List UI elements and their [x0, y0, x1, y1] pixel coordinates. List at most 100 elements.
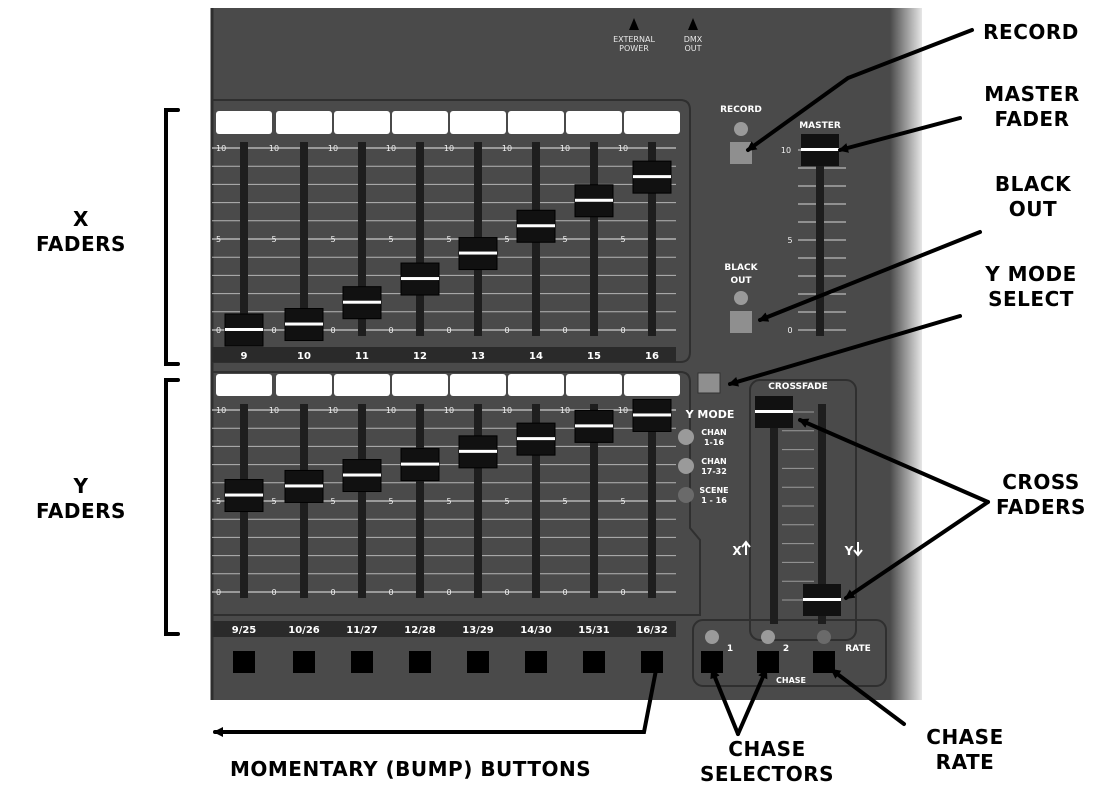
y-fader-cap-line [401, 462, 439, 466]
cross-faders-pointer-1 [798, 418, 990, 504]
chase-rate-callout: CHASE RATE [915, 725, 1015, 775]
scribble-strip-cell [276, 111, 332, 134]
x-faders-callout-line2: FADERS [36, 232, 126, 256]
x-fader-slot [358, 142, 366, 336]
y-fader-knob[interactable] [284, 469, 324, 503]
crossfader-x-knob[interactable] [755, 396, 793, 428]
x-scale-10: 10 [386, 144, 396, 153]
x-fader-knob[interactable] [458, 237, 498, 271]
x-scale-0: 0 [446, 326, 451, 335]
crossfader-pair [755, 396, 841, 624]
blackout-label-2: OUT [730, 276, 752, 286]
channel-number-label: 11 [355, 351, 369, 362]
cross-faders-callout-line1: CROSS [1002, 470, 1080, 494]
bump-button[interactable] [233, 651, 255, 673]
x-fader-knob[interactable] [516, 209, 556, 243]
y-mode-option-line1: SCENE [699, 486, 728, 495]
chase-button-label: 2 [783, 644, 789, 654]
bump-button[interactable] [467, 651, 489, 673]
x-fader-cap-line [285, 322, 323, 326]
bump-button[interactable] [525, 651, 547, 673]
crossfader-slot [770, 404, 778, 624]
scribble-strip-cell [450, 111, 506, 134]
crossfader-y-knob[interactable] [803, 584, 841, 616]
bump-button[interactable] [641, 651, 663, 673]
x-fader-knob[interactable] [574, 184, 614, 218]
y-fader-knob[interactable] [224, 479, 264, 513]
y-label-strip [216, 374, 680, 396]
y-mode-select-callout-line1: Y MODE [985, 262, 1077, 286]
x-section-outline [212, 99, 691, 363]
y-fader-knob[interactable] [342, 459, 382, 493]
channel-number-label: 10/26 [288, 625, 320, 636]
scribble-strip-cell [276, 374, 332, 396]
x-fader-knob[interactable] [224, 313, 264, 347]
scribble-strip-cell [334, 111, 390, 134]
x-fader-knob[interactable] [284, 308, 324, 342]
channel-number-label: 10 [297, 351, 311, 362]
channel-number-label: 13 [471, 351, 485, 362]
master-fader-pointer [838, 116, 962, 153]
x-scale-5: 5 [330, 235, 335, 244]
y-scale-10: 10 [502, 406, 512, 415]
master-fader-callout-line1: MASTER [984, 82, 1080, 106]
y-fader-knob[interactable] [516, 422, 556, 456]
record-callout-line: RECORD [983, 20, 1079, 44]
chase-button[interactable] [813, 651, 835, 673]
y-scale-10: 10 [560, 406, 570, 415]
y-mode-select-button[interactable] [697, 372, 721, 394]
scribble-strip-cell [450, 374, 506, 396]
master-fader-knob[interactable] [801, 134, 839, 166]
crossfade-y-down-arrow-icon [853, 542, 863, 557]
x-fader-cap-line [517, 224, 555, 228]
blackout-label-1: BLACK [724, 263, 758, 273]
dmx-out-label-1: DMX [684, 35, 703, 44]
x-fader-slot [648, 142, 656, 336]
chase-led [705, 630, 719, 644]
y-scale-10: 10 [386, 406, 396, 415]
bump-button[interactable] [409, 651, 431, 673]
bump-buttons-callout-line: MOMENTARY (BUMP) BUTTONS [230, 757, 592, 781]
x-fader-slot [590, 142, 598, 336]
record-label: RECORD [720, 105, 762, 115]
record-callout: RECORD [966, 20, 1096, 45]
chase-led [817, 630, 831, 644]
y-mode-option-line2: 1-16 [704, 438, 724, 447]
record-button[interactable] [730, 142, 752, 164]
x-fader-knob[interactable] [342, 286, 382, 320]
y-scale-5: 5 [271, 497, 276, 506]
master-fader-callout: MASTER FADER [970, 82, 1094, 132]
crossfade-label: CROSSFADE [768, 382, 827, 392]
scribble-strip-cell [392, 111, 448, 134]
y-fader-cap-line [459, 449, 497, 453]
y-scale-5: 5 [504, 497, 509, 506]
channel-number-label: 16 [645, 351, 659, 362]
bump-button[interactable] [293, 651, 315, 673]
y-fader-knob[interactable] [458, 435, 498, 469]
chase-button[interactable] [701, 651, 723, 673]
y-fader-slot [474, 404, 482, 598]
bump-button[interactable] [351, 651, 373, 673]
y-scale-5: 5 [562, 497, 567, 506]
x-scale-5: 5 [446, 235, 451, 244]
bump-button[interactable] [583, 651, 605, 673]
y-fader-knob[interactable] [632, 398, 672, 432]
x-scale-10: 10 [618, 144, 628, 153]
x-fader-knob[interactable] [400, 262, 440, 296]
x-scale-5: 5 [620, 235, 625, 244]
scribble-strip-cell [392, 374, 448, 396]
chase-selectors-callout-line1: CHASE [728, 737, 806, 761]
y-scale-10: 10 [618, 406, 628, 415]
crossfade-y-label: Y [844, 544, 854, 558]
chase-selectors-callout-line2: SELECTORS [699, 762, 835, 786]
master-scale-10: 10 [781, 146, 791, 155]
y-mode-led [678, 487, 694, 503]
x-fader-knob[interactable] [632, 160, 672, 194]
blackout-button[interactable] [730, 311, 752, 333]
chase-button[interactable] [757, 651, 779, 673]
y-fader-knob[interactable] [400, 448, 440, 482]
y-fader-knob[interactable] [574, 409, 614, 443]
bump-button-row [233, 651, 663, 673]
